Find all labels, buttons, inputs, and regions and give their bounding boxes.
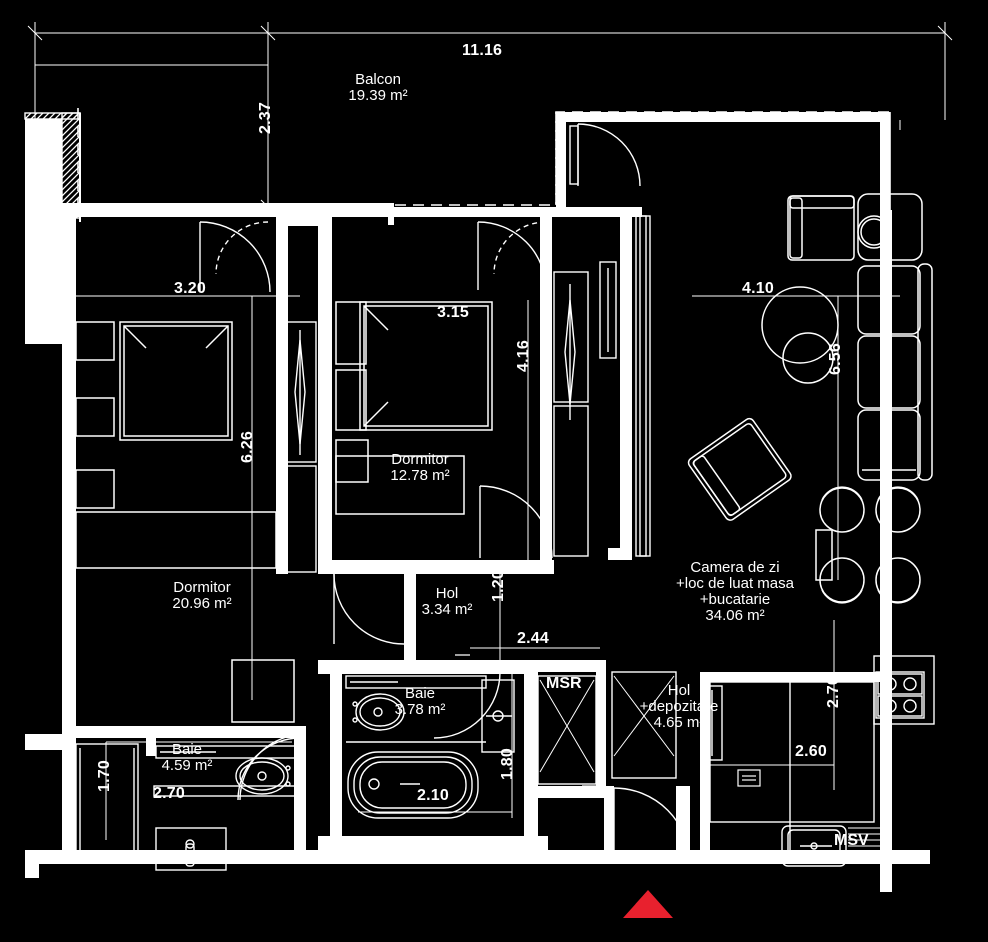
- furniture-living-room: [687, 193, 933, 604]
- dimension-dormitor2-width: 3.15: [437, 304, 469, 321]
- room-name-balcon: Balcon: [355, 71, 401, 88]
- dimension-baie2-depth: 1.80: [499, 748, 516, 780]
- room-label-balcon: Balcon 19.39 m²: [308, 72, 448, 104]
- room-area-baie-2: 3.78 m²: [394, 700, 446, 718]
- bathroom-2-fixtures: [345, 675, 515, 819]
- tag-msr: MSR: [546, 675, 582, 692]
- room-label-dormitor-2: Dormitor 12.78 m²: [358, 452, 482, 484]
- door-swings: [199, 123, 691, 865]
- dimension-living-width: 4.10: [742, 280, 774, 297]
- dimension-living-depth: 6.56: [827, 343, 844, 375]
- dimension-lines: [27, 22, 953, 840]
- room-area-living: 34.06 m²: [705, 606, 765, 624]
- dimension-holdep-width: 2.44: [517, 630, 549, 647]
- room-name-dormitor-2: Dormitor: [391, 451, 449, 468]
- room-label-living: Camera de zi +loc de luat masa +bucatari…: [650, 560, 820, 624]
- dimension-baie1-width: 2.70: [153, 785, 185, 802]
- room-name-dormitor-1: Dormitor: [173, 579, 231, 596]
- kitchen-fixtures: [705, 655, 935, 867]
- dimension-dormitor2-depth: 4.16: [515, 340, 532, 372]
- dimension-baie2-width: 2.10: [417, 787, 449, 804]
- room-name-hol-depozitare: Hol +depozitare: [639, 682, 719, 715]
- room-name-living: Camera de zi +loc de luat masa +bucatari…: [676, 559, 794, 608]
- tag-msv: MSV: [834, 832, 869, 849]
- room-area-dormitor-1: 20.96 m²: [172, 594, 232, 612]
- room-area-hol: 3.34 m²: [421, 600, 473, 618]
- dimension-baie1-depth: 1.70: [96, 760, 113, 792]
- room-name-baie-1: Baie: [171, 741, 203, 758]
- room-label-hol: Hol 3.34 m²: [404, 586, 490, 618]
- detail-marks: [455, 654, 761, 794]
- room-name-baie-2: Baie: [404, 685, 436, 702]
- room-area-dormitor-2: 12.78 m²: [390, 466, 450, 484]
- bathroom-1-fixtures: [75, 743, 301, 871]
- dimension-dormitor1-width: 3.20: [174, 280, 206, 297]
- furniture-hall-storage: [537, 671, 677, 785]
- room-name-hol: Hol: [435, 585, 459, 602]
- furniture-wardrobe-column: [285, 321, 317, 573]
- furniture-bedroom-2: [335, 301, 493, 515]
- furniture-wardrobe-column-2: [553, 261, 617, 557]
- windows: [76, 117, 887, 470]
- dimension-dormitor1-depth: 6.26: [239, 431, 256, 463]
- dimension-overall-width: 11.16: [462, 42, 503, 59]
- room-label-hol-depozitare: Hol +depozitare 4.65 m²: [611, 683, 747, 731]
- dimension-balcony-depth: 2.37: [257, 102, 274, 134]
- furniture-bedroom-1: [75, 321, 295, 723]
- dimension-hol-width: 1.20: [490, 570, 507, 602]
- room-label-baie-2: Baie 3.78 m²: [377, 686, 463, 718]
- dimension-kitchen-depth: 2.70: [825, 676, 842, 708]
- room-label-baie-1: Baie 4.59 m²: [144, 742, 230, 774]
- entrance-marker: [623, 890, 673, 918]
- room-label-dormitor-1: Dormitor 20.96 m²: [140, 580, 264, 612]
- room-area-hol-depozitare: 4.65 m²: [653, 713, 705, 731]
- furniture-living-cabinet: [635, 215, 651, 557]
- dimension-kitchen-width: 2.60: [795, 743, 827, 760]
- walls: [25, 112, 930, 892]
- room-area-baie-1: 4.59 m²: [161, 756, 213, 774]
- room-area-balcon: 19.39 m²: [348, 86, 408, 104]
